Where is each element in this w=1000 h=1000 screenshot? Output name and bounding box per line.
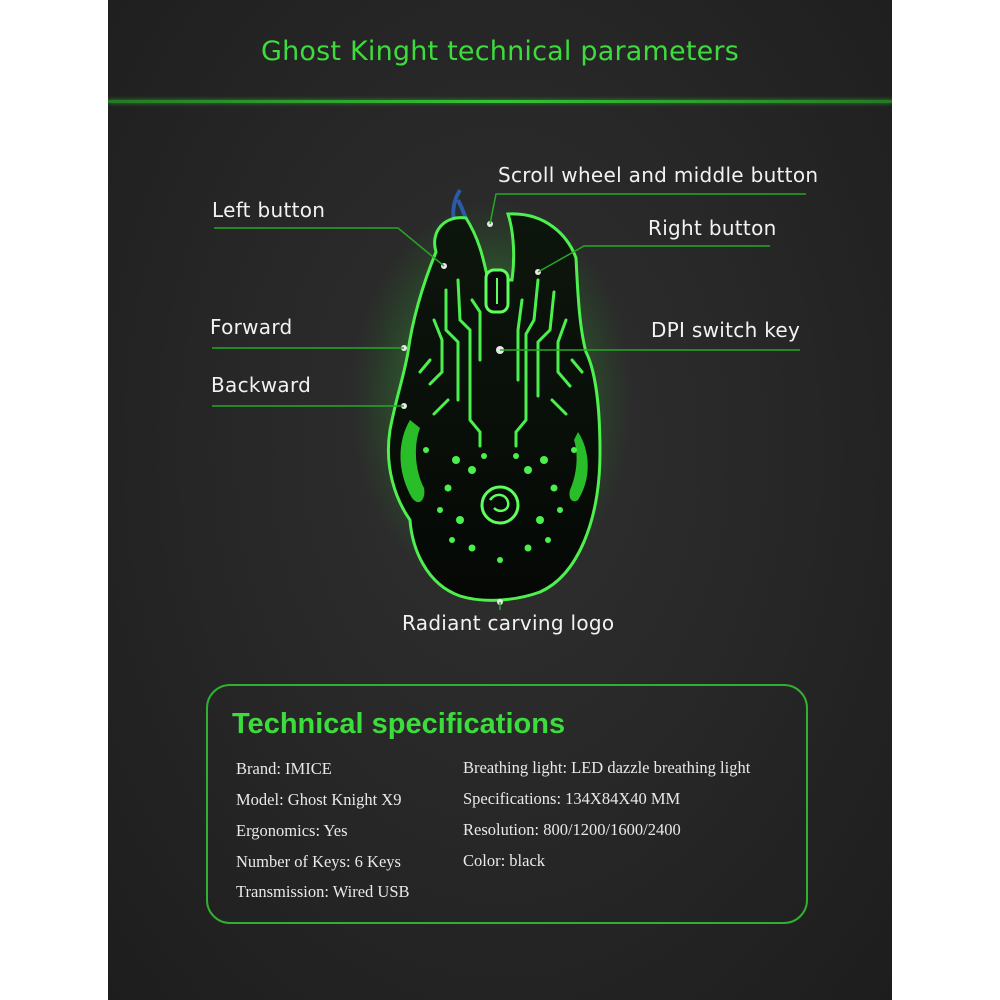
spec-color: Color: black [463,851,546,870]
mouse-illustration [352,188,632,605]
spec-keys: Number of Keys: 6 Keys [236,852,401,871]
left-grip [400,420,425,503]
spec-dimensions: Specifications: 134X84X40 MM [463,789,681,808]
circuit-pattern [418,278,584,448]
spec-resolution: Resolution: 800/1200/1600/2400 [463,820,681,839]
page-title: Ghost Kinght technical parameters [261,36,739,67]
dragon-logo [480,485,520,525]
product-panel: Ghost Kinght technical parameters [108,0,892,1000]
specs-box: Technical specifications Brand: IMICE Mo… [206,684,808,924]
backward-label: Backward [211,373,312,397]
specs-title: Technical specifications [232,708,566,740]
spec-brand: Brand: IMICE [236,759,332,778]
spec-transmission: Transmission: Wired USB [236,882,410,901]
left-button-label: Left button [212,198,326,222]
right-button-label: Right button [648,216,777,240]
dot-pattern [423,447,577,563]
spec-ergonomics: Ergonomics: Yes [236,821,348,840]
spec-model: Model: Ghost Knight X9 [236,790,402,809]
logo-label: Radiant carving logo [402,611,615,635]
spec-breathing-light: Breathing light: LED dazzle breathing li… [463,758,751,777]
right-grip [569,432,588,502]
title-divider [108,100,892,103]
callout-lines [212,193,806,610]
forward-label: Forward [210,315,293,339]
mouse-body [386,212,602,602]
dpi-switch-label: DPI switch key [651,318,801,342]
scroll-wheel-label: Scroll wheel and middle button [498,163,819,187]
